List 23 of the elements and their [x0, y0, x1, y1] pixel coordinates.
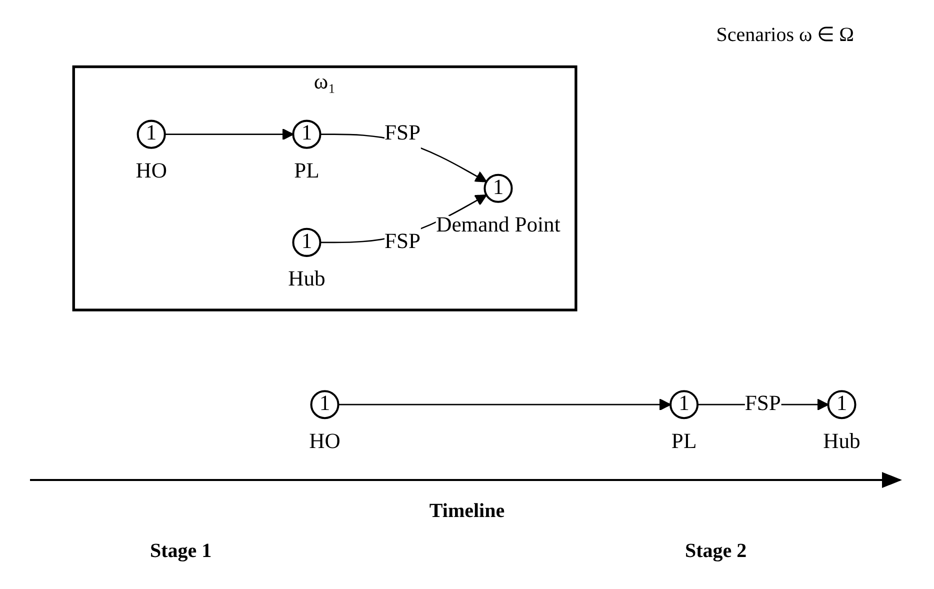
node-circle: 1	[310, 390, 340, 420]
stage-label: Stage 2	[685, 540, 747, 563]
node-circle: 1	[292, 228, 322, 257]
node-caption: HO	[309, 428, 340, 453]
node-circle: 1	[292, 120, 322, 149]
node-caption: Hub	[823, 428, 860, 453]
node-caption: PL	[671, 428, 697, 453]
stage-label: Stage 1	[150, 540, 212, 563]
node-caption: HO	[136, 158, 167, 183]
edge-label: FSP	[384, 122, 421, 146]
edge-label: FSP	[384, 230, 421, 254]
node-circle: 1	[136, 120, 166, 149]
node-circle: 1	[827, 390, 856, 420]
edge-label: FSP	[744, 392, 781, 416]
node-circle: 1	[484, 174, 513, 203]
arrow	[338, 398, 672, 411]
scenario-heading: Scenarios ω ∈ Ω	[716, 23, 854, 47]
node-circle: 1	[670, 390, 699, 420]
arrow	[164, 128, 294, 140]
node-caption: Hub	[288, 266, 326, 291]
timeline-label: Timeline	[428, 500, 506, 523]
node-caption: PL	[294, 158, 320, 183]
node-caption: Demand Point	[436, 212, 560, 237]
